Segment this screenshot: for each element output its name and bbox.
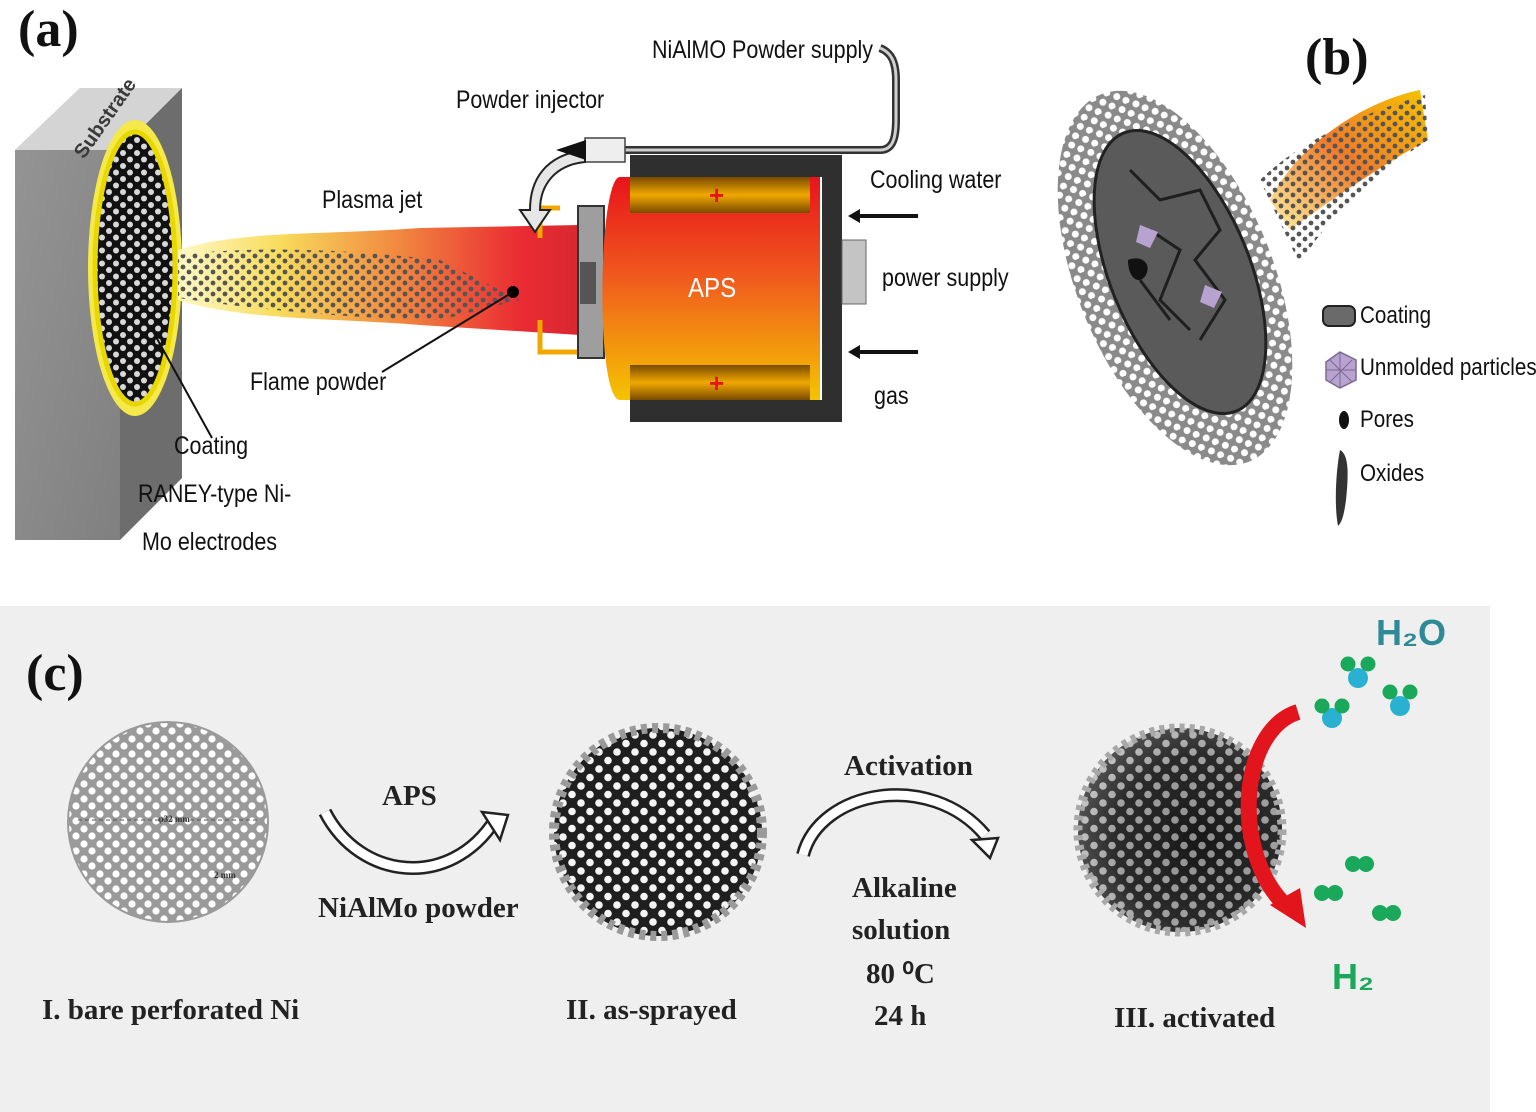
pore-icon <box>1339 411 1349 429</box>
coating-label-line1: Coating <box>174 432 249 460</box>
h2o-label: H₂O <box>1376 612 1446 653</box>
input-arrows <box>848 209 918 359</box>
activation-process-arrow <box>796 788 1000 861</box>
h2o-molecule <box>1314 698 1350 728</box>
as-sprayed-disc <box>549 723 767 941</box>
aps-torch-body <box>602 155 867 422</box>
h2-label: H₂ <box>1332 956 1374 997</box>
h2-molecule <box>1372 905 1401 921</box>
aps-process-arrow <box>318 808 510 875</box>
panel-a-label: (a) <box>18 1 79 58</box>
activated-disc <box>1073 723 1287 937</box>
powder-supply-tube <box>518 44 900 234</box>
panel-c-label: (c) <box>26 645 84 702</box>
plasma-jet-label: Plasma jet <box>322 186 423 214</box>
panel-b-label: (b) <box>1305 29 1369 86</box>
coating-leader <box>149 325 213 439</box>
coating-cross-section <box>1057 90 1293 466</box>
stage-2-label: II. as-sprayed <box>566 994 737 1026</box>
arrow-1-bottom-label: NiAlMo powder <box>318 892 519 924</box>
legend-coating-label: Coating <box>1360 302 1432 329</box>
legend-oxides-label: Oxides <box>1360 460 1425 487</box>
legend-pores-label: Pores <box>1360 406 1414 433</box>
diameter-label: φ32 mm <box>158 814 190 824</box>
arrow-1-top-label: APS <box>382 780 437 812</box>
coating-label-line3: Mo electrodes <box>142 528 278 556</box>
stage-3-label: III. activated <box>1114 1002 1276 1034</box>
reaction-arrow <box>1240 704 1306 928</box>
cooling-water-label: Cooling water <box>870 166 1002 194</box>
aps-label: APS <box>688 272 737 303</box>
flame-powder-leader <box>381 291 514 373</box>
condition-line-3: 80 ⁰C <box>866 958 935 990</box>
power-supply-label: power supply <box>882 264 1009 292</box>
bare-perforated-ni-disc <box>67 721 269 923</box>
oxide-icon <box>1335 450 1348 526</box>
arrow-2-top-label: Activation <box>844 750 973 782</box>
spray-plume-b <box>1260 90 1428 265</box>
powder-supply-label: NiAlMO Powder supply <box>652 36 874 64</box>
stage-1-label: I. bare perforated Ni <box>42 994 300 1026</box>
unmolded-particles-icon <box>1325 351 1357 389</box>
h2o-molecule <box>1340 656 1376 688</box>
coating-label-line2: RANEY-type Ni- <box>138 480 292 508</box>
legend-unmolded-label: Unmolded particles <box>1360 354 1536 381</box>
powder-injector-label: Powder injector <box>456 86 605 114</box>
condition-line-4: 24 h <box>874 1000 927 1032</box>
h2-molecule <box>1314 885 1343 901</box>
h2-molecule <box>1345 856 1374 872</box>
flame-powder-label: Flame powder <box>250 368 387 396</box>
substrate-block <box>15 88 182 540</box>
coating-icon <box>1322 305 1356 327</box>
spray-particles <box>178 249 520 320</box>
gas-label: gas <box>874 382 909 410</box>
plus-top: + <box>709 180 725 210</box>
torch-nozzle <box>537 205 605 359</box>
hole-size-label: 2 mm <box>214 870 236 880</box>
condition-line-1: Alkaline <box>852 872 957 904</box>
h2o-molecule <box>1382 684 1418 716</box>
plus-bottom: + <box>709 368 725 398</box>
condition-line-2: solution <box>852 914 951 946</box>
